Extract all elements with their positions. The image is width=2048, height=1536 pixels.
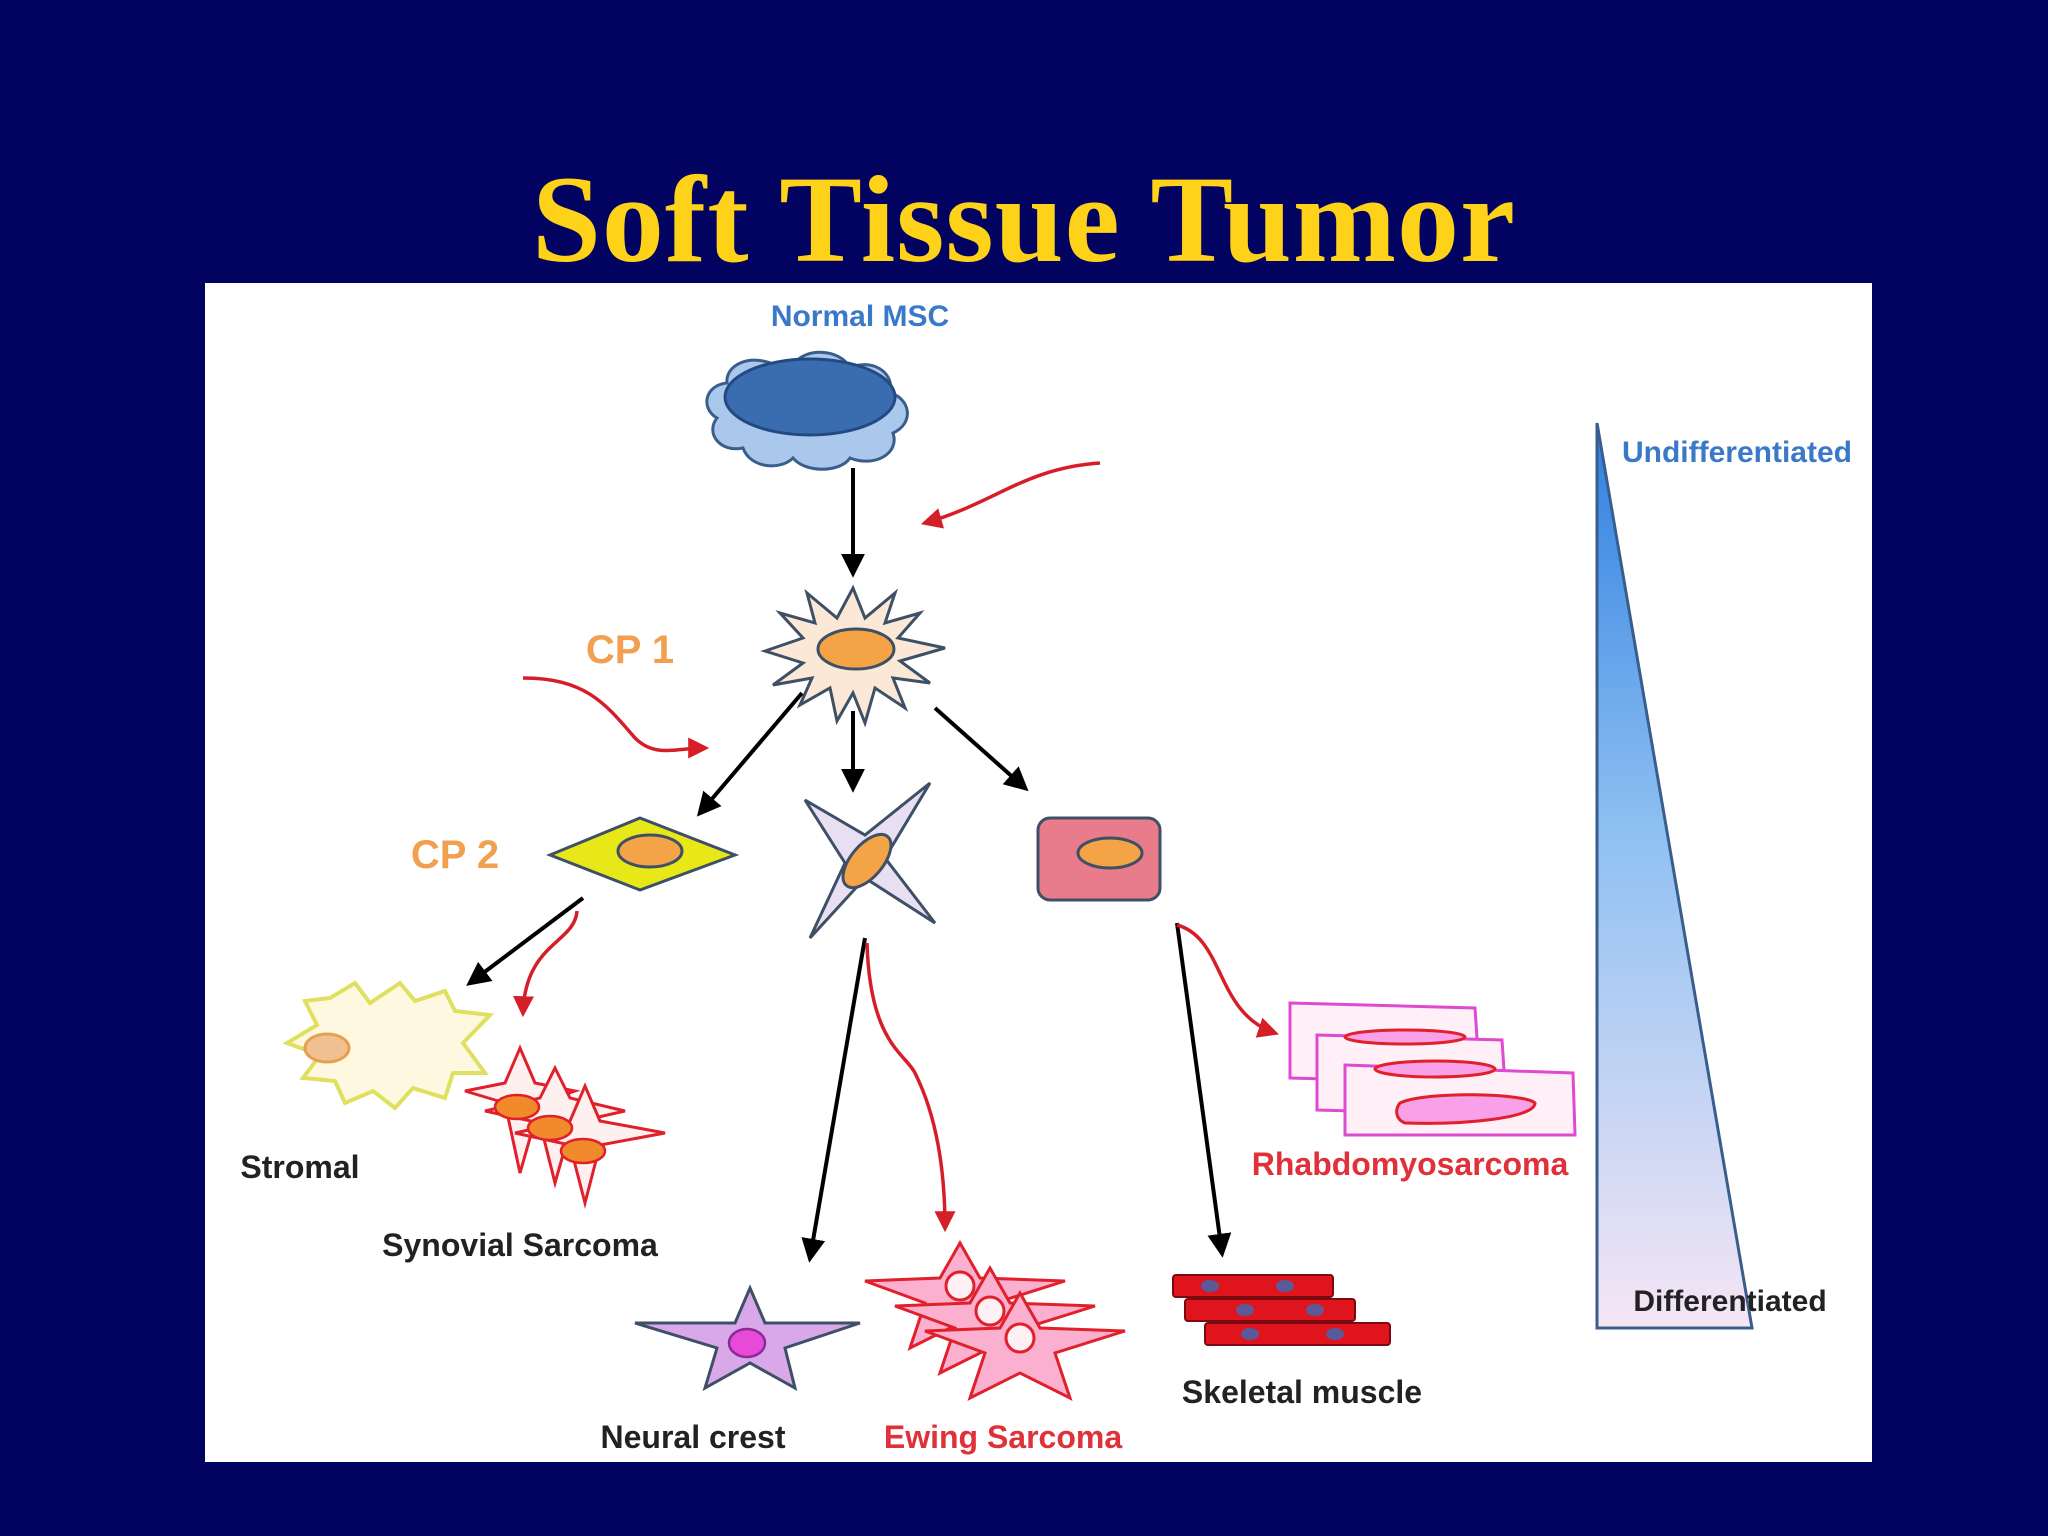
differentiation-diagram: Normal MSC CP 1 CP 2 [240,300,1852,1455]
neural-progenitor-cell [803,781,937,940]
cp1-label: CP 1 [586,628,674,672]
cp2-label: CP 2 [411,833,499,877]
arrow-cp1-to-rect [933,706,1029,792]
synovial-sarcoma-nuclei [493,1093,607,1165]
arrow-to-skeletal-muscle [1175,922,1232,1258]
arrow-cp2-to-stromal [466,896,585,986]
oncogenic-arrow-to-ewing [865,942,956,1233]
cp1-cell [760,584,946,728]
arrow-cp1-to-cp2 [696,691,804,817]
rhabdomyosarcoma-nuclei [1343,1028,1537,1125]
ewing-sarcoma-nuclei [944,1270,1036,1354]
diagram-panel: Normal MSC CP 1 CP 2 [205,283,1872,1462]
undifferentiated-label: Undifferentiated [1622,436,1852,469]
normal-msc-cell [705,350,909,471]
oncogenic-arrow-to-rhabdo [1176,923,1279,1038]
stromal-label: Stromal [240,1149,359,1185]
differentiated-label: Differentiated [1633,1285,1826,1318]
oncogenic-arrow-cp2-to-synovial [512,910,579,1018]
cp2-cell [545,816,740,892]
oncogenic-arrow-1 [920,461,1101,529]
neural-crest-label: Neural crest [601,1419,786,1455]
arrow-to-neural-crest [801,937,867,1263]
slide-title: Soft Tissue Tumor [531,151,1517,288]
synovial-sarcoma-label: Synovial Sarcoma [382,1227,658,1263]
normal-msc-label: Normal MSC [771,300,949,333]
ewing-sarcoma-label: Ewing Sarcoma [884,1419,1123,1455]
oncogenic-arrow-2 [522,676,710,759]
skeletal-muscle-nuclei [1201,1280,1344,1340]
rhabdomyosarcoma-label: Rhabdomyosarcoma [1252,1146,1569,1182]
differentiation-gradient [1595,422,1754,1330]
skeletal-muscle-label: Skeletal muscle [1182,1374,1422,1410]
muscle-progenitor-cell [1036,816,1162,902]
neural-crest-cell [634,1284,861,1392]
stromal-cell [282,980,495,1111]
